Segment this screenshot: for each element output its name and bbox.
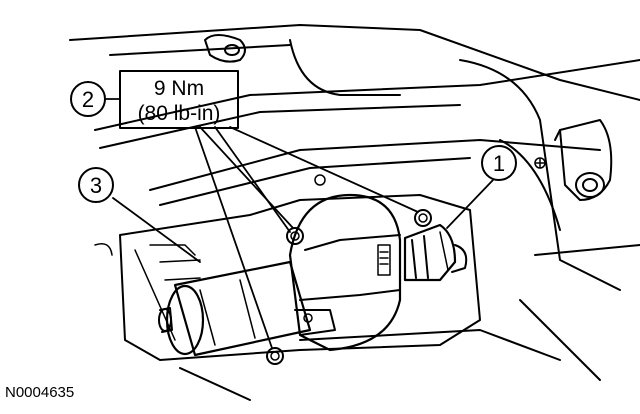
torque-spec-box: 9 Nm (80 lb-in) <box>119 70 239 129</box>
mounting-bolts <box>266 174 432 365</box>
bolt-upper-right <box>414 209 432 227</box>
torque-imperial: (80 lb-in) <box>138 102 221 125</box>
leader-callout-1 <box>446 179 494 229</box>
leader-torque-secondary <box>214 126 291 233</box>
electrical-connector <box>403 223 468 282</box>
panel-fastener <box>314 174 326 186</box>
torque-metric: 9 Nm <box>154 77 204 100</box>
figure-id: N0004635 <box>5 384 75 401</box>
mounting-slot <box>204 34 246 63</box>
wiper-motor <box>158 260 312 357</box>
callout-2-number: 2 <box>82 87 94 112</box>
bolt-lower <box>266 347 284 365</box>
callout-1: 1 <box>481 145 517 181</box>
gearbox-housing <box>288 193 402 352</box>
callout-3: 3 <box>78 167 114 203</box>
leader-torque-to-upper-right-bolt <box>229 126 419 213</box>
right-bumper <box>534 119 613 201</box>
motor-recess-frame <box>94 194 481 361</box>
callout-2: 2 <box>70 81 106 117</box>
leader-torque-to-lower-bolt <box>194 126 273 349</box>
body-panel-lines <box>69 24 640 401</box>
callout-1-number: 1 <box>493 151 505 176</box>
bolt-upper-left <box>286 227 304 245</box>
callout-3-number: 3 <box>90 173 102 198</box>
leader-callout-3 <box>112 197 201 263</box>
leader-torque-to-upper-left-bolt <box>199 126 294 229</box>
leader-lines <box>105 98 494 349</box>
